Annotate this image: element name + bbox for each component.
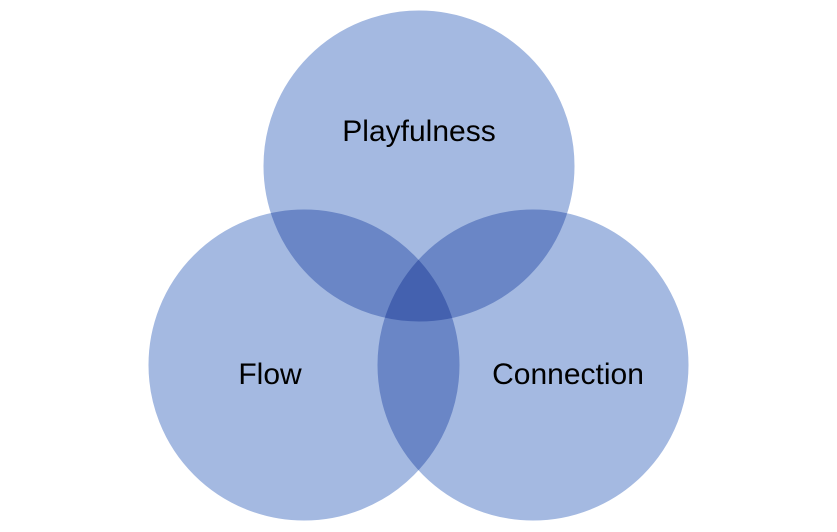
label-playfulness: Playfulness <box>342 115 495 148</box>
label-connection: Connection <box>492 358 644 391</box>
circle-connection <box>374 206 692 524</box>
circle-group <box>145 7 692 524</box>
label-flow: Flow <box>238 358 302 391</box>
label-group: Playfulness Flow Connection <box>238 115 644 391</box>
